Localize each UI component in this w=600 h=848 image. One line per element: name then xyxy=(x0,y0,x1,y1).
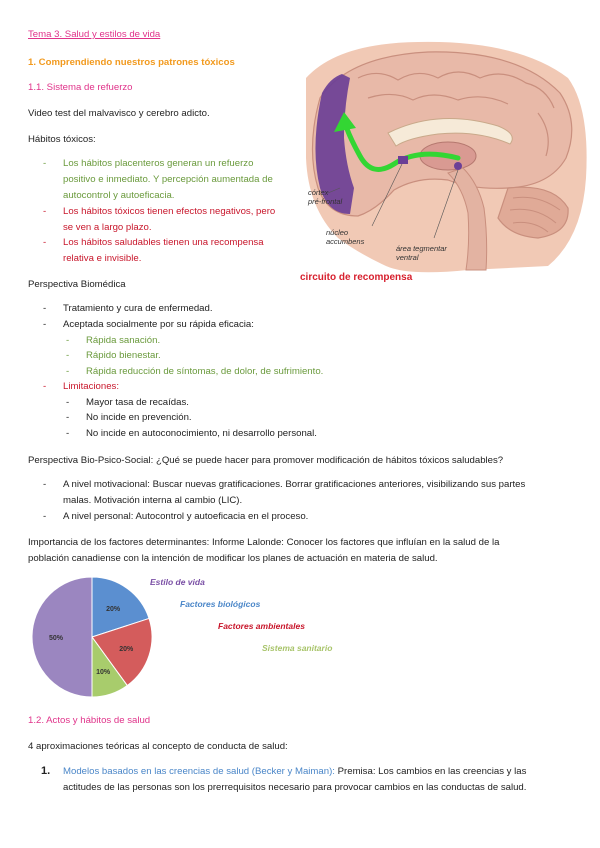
habito-2-line2: se ven a largo plazo. xyxy=(63,222,152,233)
eficacia-item-2-text: Rápido bienestar. xyxy=(86,350,161,361)
bullet-dash: - xyxy=(66,412,70,423)
biomedica-item-2: - Aceptada socialmente por su rápida efi… xyxy=(43,318,254,331)
pie-data-label-0: 50% xyxy=(49,635,64,642)
bullet-dash: - xyxy=(43,206,47,217)
limitacion-item-2-text: No incide en prevención. xyxy=(86,412,192,423)
legend-item-2: Factores ambientales xyxy=(218,621,305,631)
biomedica-item-1-text: Tratamiento y cura de enfermedad. xyxy=(63,303,213,314)
brain-illustration: córtex pré-frontal núcleo accumbens área… xyxy=(298,38,588,288)
biomedica-item-1: - Tratamiento y cura de enfermedad. xyxy=(43,302,213,315)
section-1-2-heading: 1.2. Actos y hábitos de salud xyxy=(28,715,151,726)
legend-item-1: Factores biológicos xyxy=(180,599,260,609)
biomedica-item-2-text: Aceptada socialmente por su rápida efica… xyxy=(63,319,254,330)
limitacion-item-2: - No incide en prevención. xyxy=(66,411,192,424)
modelo-1-line2: actitudes de las personas son los prerre… xyxy=(63,782,527,793)
biopsico-line: Perspectiva Bio-Psico-Social: ¿Qué se pu… xyxy=(28,455,504,466)
pie-data-label-2: 20% xyxy=(119,646,134,653)
label-area: área tegmentar ventral xyxy=(396,244,447,262)
modelo-1-item: 1. Modelos basados en las creencias de s… xyxy=(41,765,588,794)
section-1-1-heading: 1.1. Sistema de refuerzo xyxy=(28,82,133,93)
habito-3-line2: relativa e invisible. xyxy=(63,253,142,264)
limitacion-item-1: - Mayor tasa de recaídas. xyxy=(66,396,189,409)
legend-label-1: Factores biológicos xyxy=(180,599,261,609)
bullet-dash: - xyxy=(43,511,47,522)
bullet-dash: - xyxy=(66,350,70,361)
brain-caption: circuito de recompensa xyxy=(300,272,413,283)
legend-label-3: Sistema sanitario xyxy=(262,643,333,653)
biopsico-item-1-line2: malas. Motivación interna al cambio (LIC… xyxy=(63,495,243,506)
eficacia-item-1: - Rápida sanación. xyxy=(66,334,161,347)
limitaciones-label-text: Limitaciones: xyxy=(63,381,119,392)
legend-item-0: Estilo de vida xyxy=(150,577,205,587)
biopsico-item-1-line1: A nivel motivacional: Buscar nuevas grat… xyxy=(63,479,526,490)
limitacion-item-1-text: Mayor tasa de recaídas. xyxy=(86,397,189,408)
tema-heading: Tema 3. Salud y estilos de vida xyxy=(28,29,161,40)
habito-2-line1: Los hábitos tóxicos tienen efectos negat… xyxy=(63,206,276,217)
label-nucleo-line1: núcleo xyxy=(326,228,349,237)
biopsico-item-2: - A nivel personal: Autocontrol y autoef… xyxy=(43,510,309,523)
bullet-dash: - xyxy=(43,237,47,248)
label-area-line1: área tegmentar xyxy=(396,244,447,253)
bullet-dash: - xyxy=(43,381,47,392)
limitacion-item-3: - No incide en autoconocimiento, ni desa… xyxy=(66,427,317,440)
biopsico-item-2-text: A nivel personal: Autocontrol y autoefic… xyxy=(63,511,309,522)
pie-slice-0 xyxy=(31,576,93,698)
label-cortex-line1: córtex xyxy=(308,188,329,197)
bullet-dash: - xyxy=(66,335,70,346)
legend-label-0: Estilo de vida xyxy=(150,577,205,587)
pie-data-label-3: 10% xyxy=(96,669,111,676)
label-nucleo-line2: accumbens xyxy=(326,237,365,246)
modelo-1-number: 1. xyxy=(41,765,51,777)
lalonde-line1: Importancia de los factores determinante… xyxy=(28,537,500,548)
lalonde-line2: población canadiense con la intención de… xyxy=(28,553,438,564)
modelo-1-rest: Premisa: Los cambios en las creencias y … xyxy=(334,766,527,777)
eficacia-item-3: - Rápida reducción de síntomas, de dolor… xyxy=(66,365,324,378)
habito-1-line1: Los hábitos placenteros generan un refue… xyxy=(63,158,254,169)
legend-item-3: Sistema sanitario xyxy=(262,643,332,653)
pie-data-label-1: 20% xyxy=(106,606,121,613)
bullet-dash: - xyxy=(66,428,70,439)
habito-item-1: - Los hábitos placenteros generan un ref… xyxy=(43,157,273,202)
video-line: Video test del malvavisco y cerebro adic… xyxy=(28,108,210,119)
bullet-dash: - xyxy=(66,397,70,408)
pie-slice-1 xyxy=(91,576,150,638)
label-nucleo: núcleo accumbens xyxy=(326,228,364,246)
biomedica-label: Perspectiva Biomédica xyxy=(28,279,126,290)
pie-svg: 20% 20% 10% 50% xyxy=(31,576,153,698)
lalonde-paragraph: Importancia de los factores determinante… xyxy=(28,536,588,565)
label-cortex-line2: pré-frontal xyxy=(308,197,343,206)
label-cortex: córtex pré-frontal xyxy=(308,188,342,206)
bullet-dash: - xyxy=(43,158,47,169)
limitaciones-label: - Limitaciones: xyxy=(43,380,119,393)
habito-item-2: - Los hábitos tóxicos tienen efectos neg… xyxy=(43,205,276,234)
habito-1-line2: positivo e inmediato. Y percepción aumen… xyxy=(63,174,273,185)
limitacion-item-3-text: No incide en autoconocimiento, ni desarr… xyxy=(86,428,317,439)
eficacia-item-2: - Rápido bienestar. xyxy=(66,349,161,362)
habito-3-line1: Los hábitos saludables tienen una recomp… xyxy=(63,237,264,248)
eficacia-item-1-text: Rápida sanación. xyxy=(86,335,161,346)
bullet-dash: - xyxy=(43,319,47,330)
biopsico-item-1: - A nivel motivacional: Buscar nuevas gr… xyxy=(43,478,583,507)
habito-item-3: - Los hábitos saludables tienen una reco… xyxy=(43,236,264,265)
pie-chart: 20% 20% 10% 50% Estilo de vida Factores bio… xyxy=(28,574,348,704)
habito-1-line3: autocontrol y autoeficacia. xyxy=(63,190,175,201)
aproximaciones-line: 4 aproximaciones teóricas al concepto de… xyxy=(28,741,288,752)
bullet-dash: - xyxy=(66,366,70,377)
section-1-heading: 1. Comprendiendo nuestros patrones tóxic… xyxy=(28,57,235,68)
bullet-dash: - xyxy=(43,479,47,490)
pie-slice-2 xyxy=(91,617,153,687)
brain-image xyxy=(306,41,587,273)
legend-label-2: Factores ambientales xyxy=(218,621,305,631)
habitos-label: Hábitos tóxicos: xyxy=(28,134,96,145)
bullet-dash: - xyxy=(43,303,47,314)
label-area-line2: ventral xyxy=(396,253,419,262)
modelo-1-title: Modelos basados en las creencias de salu… xyxy=(63,766,335,777)
eficacia-item-3-text: Rápida reducción de síntomas, de dolor, … xyxy=(86,366,324,377)
